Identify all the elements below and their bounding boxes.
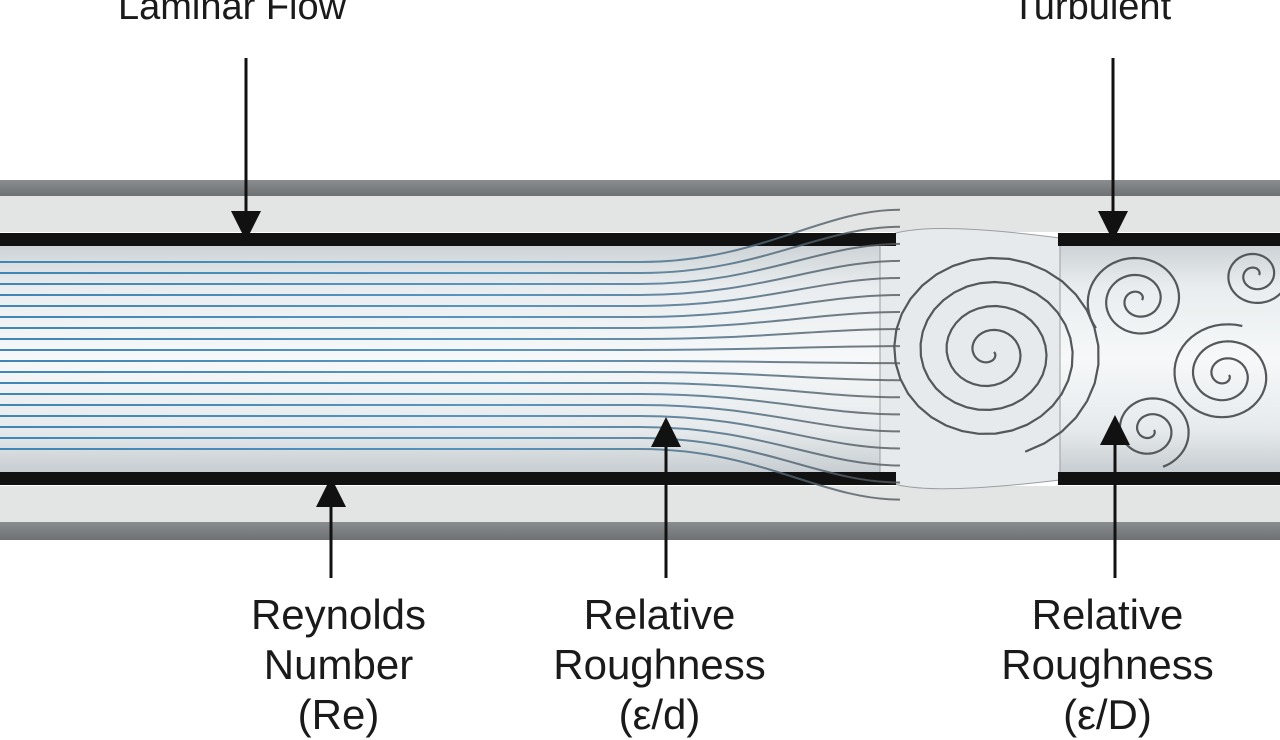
label-relative-roughness-small: Relative Roughness (ε/d) [532,590,787,740]
laminar-streamline [0,345,901,351]
vortex-spiral [1173,323,1268,419]
label-relative-roughness-large: Relative Roughness (ε/D) [980,590,1235,740]
label-roughness-small-line1: Relative [583,591,736,638]
pipe-outer-bottom [0,522,1280,540]
laminar-streamline [0,311,901,329]
label-roughness-small-line2: Roughness [553,641,766,688]
label-turbulent: Turbulent [1012,0,1172,28]
pipe-edge-bottom-left [0,472,896,485]
laminar-streamline [0,415,901,450]
label-reynolds-number: Reynolds Number (Re) [236,590,441,740]
pipe-inner [0,240,1280,478]
label-reynolds-line2: Number [263,641,414,688]
laminar-streamline [0,259,901,296]
label-reynolds-line1: Reynolds [250,591,427,638]
laminar-streamline [0,404,901,433]
pipe-edge-bottom-right [1058,472,1280,485]
vortex-spiral [1086,256,1181,335]
pipe-edge-top-left [0,233,896,246]
turbulent-vortices [893,252,1280,468]
label-laminar-flow: Laminar Flow [118,0,347,28]
laminar-streamline [0,276,901,307]
pipe-wall-top [0,196,1280,232]
laminar-streamline [0,225,901,274]
laminar-streamline [0,393,901,416]
laminar-streamline [0,242,901,285]
label-roughness-small-line3: (ε/d) [618,691,701,738]
label-roughness-large-line1: Relative [1031,591,1184,638]
pipe-wall-bottom [0,486,1280,522]
pipe-flow-diagram [0,58,1280,578]
laminar-streamline [0,294,901,318]
pipe-outer-top [0,180,1280,196]
label-roughness-large-line2: Roughness [1001,641,1214,688]
laminar-streamline [0,360,901,365]
vortex-spiral [893,256,1100,453]
pipe-edge-top-right [1058,233,1280,246]
laminar-streamline [0,208,901,263]
laminar-streamline [0,382,901,399]
label-reynolds-line3: (Re) [297,691,380,738]
label-roughness-large-line3: (ε/D) [1063,691,1152,738]
vortex-spiral [1118,397,1190,468]
laminar-streamline [0,328,901,340]
vortex-spiral [1227,252,1280,304]
pipe-bulge [879,228,1061,490]
laminar-streamline [0,371,901,382]
